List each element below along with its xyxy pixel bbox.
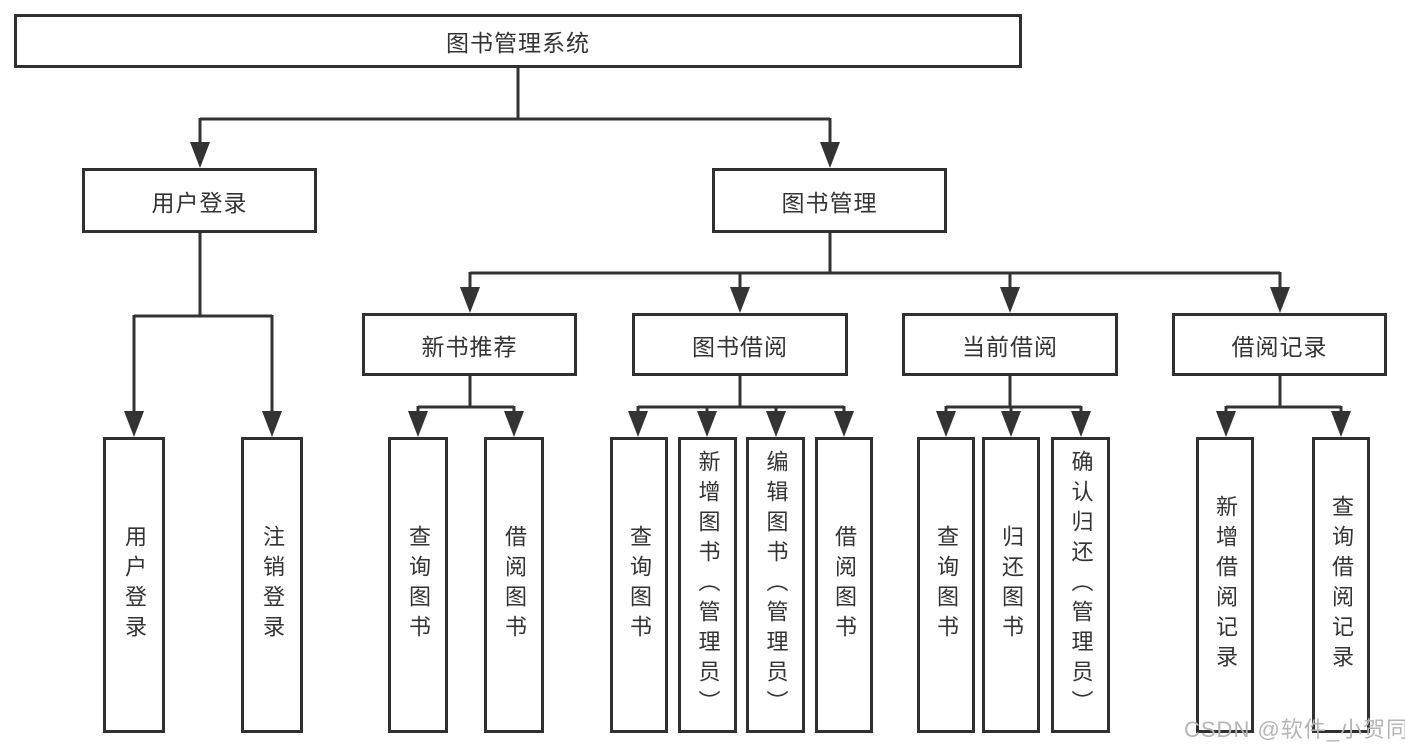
leaf-add-borrow-record: 新增借阅记录 [1196, 437, 1254, 733]
arrowhead [1071, 411, 1091, 437]
leaf-logout: 注销登录 [241, 437, 303, 733]
arrowhead [820, 142, 840, 168]
node-new-book-recommend: 新书推荐 [362, 313, 577, 376]
node-current-borrowing-label: 当前借阅 [962, 333, 1058, 360]
arrowhead [504, 411, 524, 437]
node-user-login-label: 用户登录 [151, 189, 248, 216]
arrowhead [1331, 411, 1351, 437]
arrowhead [834, 411, 854, 437]
arrowhead [124, 411, 144, 437]
arrowhead [936, 411, 956, 437]
arrowhead [766, 411, 786, 437]
leaf-user-login-label: 用户登录 [122, 525, 147, 645]
leaf-add-books-admin: 新增图书（管理员） [678, 437, 737, 733]
node-current-borrowing: 当前借阅 [902, 313, 1118, 376]
leaf-query-books-recommend: 查询图书 [388, 437, 448, 733]
node-book-borrowing-label: 图书借阅 [692, 333, 788, 360]
node-user-login: 用户登录 [82, 168, 317, 233]
leaf-query-books-borrowing: 查询图书 [610, 437, 668, 733]
node-borrowing-records: 借阅记录 [1172, 313, 1387, 376]
arrowhead [460, 287, 480, 313]
node-root-label: 图书管理系统 [446, 30, 590, 56]
leaf-add-books-admin-label: 新增图书（管理员） [695, 450, 721, 720]
node-new-book-recommend-label: 新书推荐 [421, 333, 518, 360]
leaf-borrow-books-recommend: 借阅图书 [484, 437, 544, 733]
arrowhead [1270, 287, 1290, 313]
node-root: 图书管理系统 [14, 14, 1022, 68]
leaf-query-books-current: 查询图书 [917, 437, 975, 733]
leaf-borrow-books-borrowing-label: 借阅图书 [832, 525, 857, 645]
leaf-query-borrow-record-label: 查询借阅记录 [1329, 495, 1354, 675]
node-book-borrowing: 图书借阅 [632, 313, 848, 376]
leaf-confirm-return-admin-label: 确认归还（管理员） [1068, 450, 1094, 720]
leaf-edit-books-admin: 编辑图书（管理员） [746, 437, 805, 733]
leaf-return-books-label: 归还图书 [999, 525, 1024, 645]
arrowhead [730, 287, 750, 313]
arrowhead [190, 142, 210, 168]
leaf-query-borrow-record: 查询借阅记录 [1312, 437, 1370, 733]
leaf-borrow-books-recommend-label: 借阅图书 [502, 525, 527, 645]
node-borrowing-records-label: 借阅记录 [1231, 333, 1328, 360]
arrowhead [628, 411, 648, 437]
arrowhead [697, 411, 717, 437]
csdn-watermark: CSDN @软件_小贺同学 [1184, 717, 1405, 742]
leaf-edit-books-admin-label: 编辑图书（管理员） [763, 450, 789, 720]
leaf-confirm-return-admin: 确认归还（管理员） [1051, 437, 1110, 733]
leaf-add-borrow-record-label: 新增借阅记录 [1213, 495, 1238, 675]
arrowhead [1000, 287, 1020, 313]
arrowhead [262, 411, 282, 437]
node-book-management-label: 图书管理 [781, 189, 878, 216]
leaf-return-books: 归还图书 [982, 437, 1040, 733]
arrowhead [1216, 411, 1236, 437]
leaf-borrow-books-borrowing: 借阅图书 [815, 437, 873, 733]
leaf-query-books-current-label: 查询图书 [934, 525, 959, 645]
arrowhead [408, 411, 428, 437]
node-book-management: 图书管理 [712, 168, 947, 233]
leaf-query-books-borrowing-label: 查询图书 [627, 525, 652, 645]
leaf-logout-label: 注销登录 [260, 525, 285, 645]
leaf-query-books-recommend-label: 查询图书 [406, 525, 431, 645]
arrowhead [1001, 411, 1021, 437]
leaf-user-login: 用户登录 [103, 437, 165, 733]
